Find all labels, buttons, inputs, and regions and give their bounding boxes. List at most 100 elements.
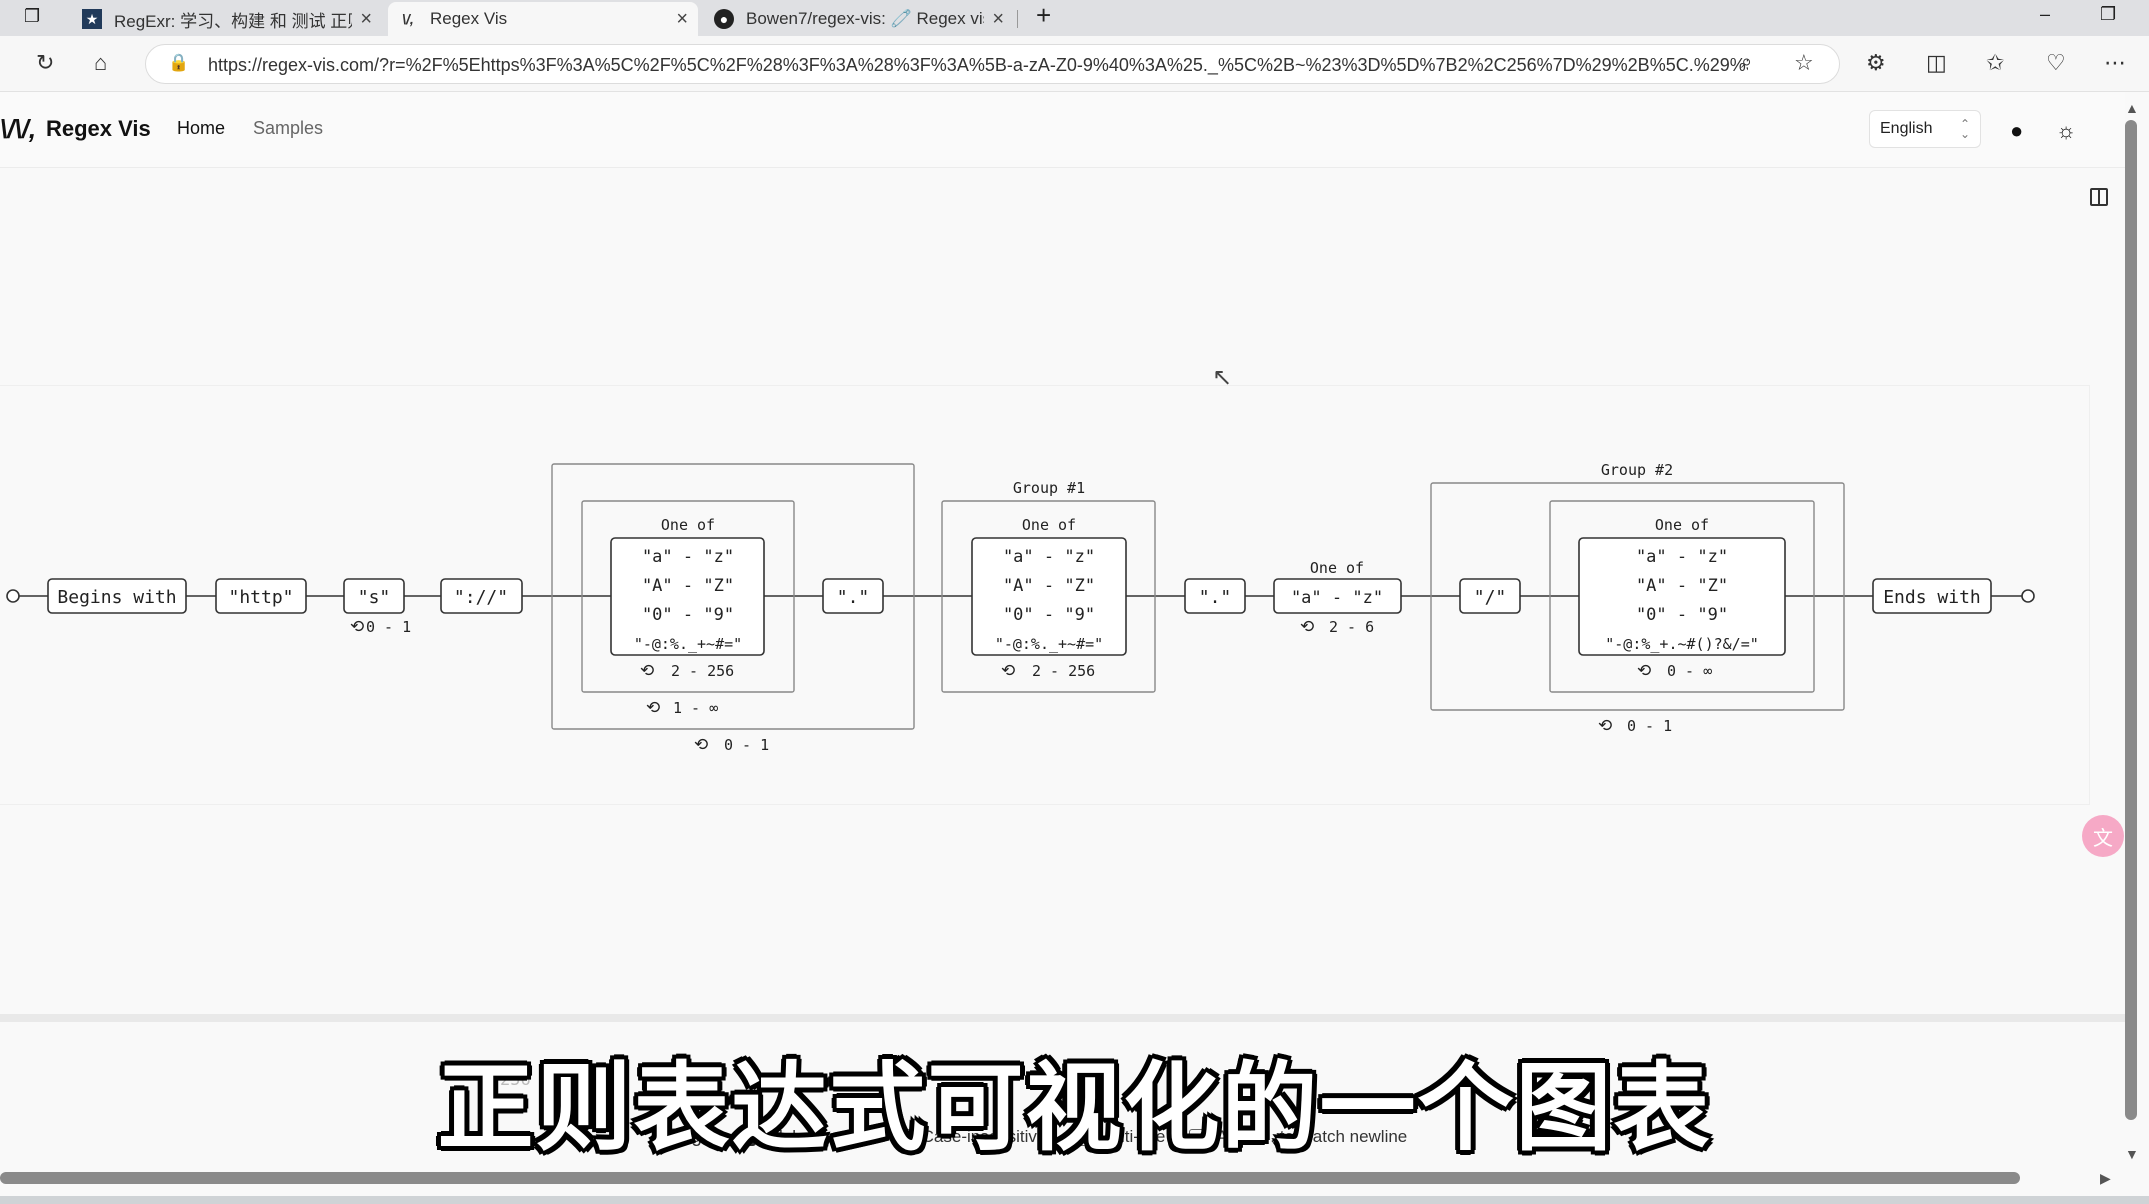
checkbox[interactable] bbox=[1189, 1128, 1207, 1146]
s-repeat-label: 0 - 1 bbox=[366, 618, 411, 636]
close-icon[interactable]: × bbox=[992, 7, 1004, 30]
zoom-icon[interactable]: ⌕ bbox=[1741, 51, 1753, 73]
tld-repeat-label: 2 - 6 bbox=[1329, 618, 1374, 636]
tab-label: RegExr: 学习、构建 和 测试 正则表达式 bbox=[114, 11, 352, 31]
github-icon[interactable]: ● bbox=[2010, 118, 2024, 143]
regexr-icon: ★ bbox=[82, 9, 102, 29]
home-icon[interactable]: ⌂ bbox=[94, 50, 108, 75]
restore-icon[interactable]: ❐ bbox=[2100, 4, 2117, 24]
charset-2-special: "-@:%._+~#=" bbox=[995, 635, 1103, 653]
scroll-right-icon[interactable]: ▶ bbox=[2100, 1170, 2111, 1186]
browser-essentials-icon[interactable]: ♡ bbox=[2046, 50, 2066, 75]
flag-case-insensitive[interactable]: Case-insensitive bbox=[894, 1127, 1046, 1147]
repeat-icon: ⟲ bbox=[1001, 661, 1015, 681]
group-inner-repeat-label: 1 - ∞ bbox=[673, 699, 718, 717]
charset-3-range-upper: "A" - "Z" bbox=[1636, 576, 1728, 596]
optional-subdomain-group[interactable] bbox=[551, 463, 915, 730]
more-menu-icon[interactable]: ⋯ bbox=[2104, 50, 2126, 75]
url-text[interactable]: https://regex-vis.com/?r=%2F%5Ehttps%3F%… bbox=[208, 55, 1748, 75]
dot-literal-node-2[interactable] bbox=[1184, 578, 1246, 614]
begins-with-node[interactable] bbox=[47, 578, 187, 614]
tld-charset-node[interactable] bbox=[1273, 578, 1402, 614]
regex-diagram-canvas[interactable]: Begins with "http" "s" ⟲ 0 - 1 "://" ⟲ 0… bbox=[0, 385, 2090, 805]
extensions-icon[interactable]: ⚙ bbox=[1866, 50, 1886, 75]
flag-multi-line[interactable]: Multi-line bbox=[1070, 1127, 1165, 1147]
one-of-label: One of bbox=[661, 516, 715, 534]
language-select[interactable]: English ⌃⌄ bbox=[1869, 110, 1981, 148]
tab-github[interactable]: ● Bowen7/regex-vis: 🧷 Regex visualizer × bbox=[704, 2, 1014, 36]
nav-samples[interactable]: Samples bbox=[253, 118, 324, 138]
app-logo[interactable]: \/\/, bbox=[0, 114, 37, 144]
dot-literal-label: "." bbox=[1199, 587, 1232, 608]
charset-3-range-lower: "a" - "z" bbox=[1636, 547, 1728, 567]
toggle-panel-icon[interactable] bbox=[2090, 188, 2108, 206]
panel-divider[interactable] bbox=[0, 1014, 2125, 1022]
favorites-icon[interactable]: ✩ bbox=[1986, 50, 2005, 75]
flag-dotall[interactable]: Allows . to match newline bbox=[1189, 1127, 1407, 1147]
reload-icon[interactable]: ↻ bbox=[36, 50, 55, 75]
one-of-label: One of bbox=[1310, 559, 1364, 577]
translate-float-button[interactable]: 文 bbox=[2082, 815, 2124, 857]
path-repeat-group[interactable] bbox=[1549, 500, 1815, 693]
repeat-icon: ⟲ bbox=[1300, 617, 1314, 637]
charset-1-range-upper: "A" - "Z" bbox=[642, 576, 734, 596]
charset-1-repeat-label: 2 - 256 bbox=[671, 662, 734, 680]
favorite-star-icon[interactable]: ☆ bbox=[1794, 50, 1814, 75]
flag-label: Global search bbox=[765, 1127, 871, 1146]
start-node[interactable] bbox=[6, 589, 20, 603]
split-screen-icon[interactable]: ◫ bbox=[1926, 50, 1947, 75]
charset-2-node[interactable] bbox=[971, 537, 1127, 656]
charset-1-special: "-@:%._+~#=" bbox=[634, 635, 742, 653]
workspaces-icon[interactable]: ❐ bbox=[24, 6, 41, 26]
language-value: English bbox=[1880, 120, 1933, 137]
group-1[interactable] bbox=[941, 500, 1156, 693]
theme-toggle-icon[interactable]: ☼ bbox=[2056, 118, 2077, 143]
scroll-up-icon[interactable]: ▲ bbox=[2125, 100, 2139, 116]
slash-literal-node[interactable] bbox=[1459, 578, 1521, 614]
regex-input-text[interactable]: 256 [ ] # bbox=[500, 1070, 593, 1090]
ends-with-node[interactable] bbox=[1872, 578, 1992, 614]
flag-global-search[interactable]: ✓ Global search bbox=[738, 1127, 871, 1147]
group-2-title: Group #2 bbox=[1601, 461, 1673, 479]
tld-range-label: "a" - "z" bbox=[1291, 588, 1383, 608]
close-icon[interactable]: × bbox=[360, 7, 372, 30]
one-of-label: One of bbox=[1655, 516, 1709, 534]
address-bar[interactable]: 🔒 https://regex-vis.com/?r=%2F%5Ehttps%3… bbox=[145, 44, 1840, 84]
minimize-icon[interactable]: – bbox=[2040, 4, 2051, 24]
s-literal-node[interactable] bbox=[343, 578, 405, 614]
new-tab-button[interactable]: + bbox=[1036, 0, 1052, 30]
tab-regexr[interactable]: ★ RegExr: 学习、构建 和 测试 正则表达式 × bbox=[72, 2, 382, 36]
slash-literal-label: "/" bbox=[1474, 587, 1507, 608]
github-icon: ● bbox=[714, 9, 734, 29]
lock-icon[interactable]: 🔒 bbox=[168, 53, 190, 72]
http-literal-node[interactable] bbox=[215, 578, 307, 614]
nav-home[interactable]: Home bbox=[177, 118, 226, 138]
close-icon[interactable]: × bbox=[676, 7, 688, 30]
scheme-separator-label: "://" bbox=[454, 587, 508, 608]
tab-label: Bowen7/regex-vis: 🧷 Regex visualizer bbox=[746, 9, 984, 28]
charset-1-node[interactable] bbox=[610, 537, 765, 656]
app-title[interactable]: Regex Vis bbox=[46, 116, 151, 141]
group-2[interactable] bbox=[1430, 482, 1845, 711]
repeat-subdomain-group[interactable] bbox=[581, 500, 795, 693]
group-outer-repeat-label: 0 - 1 bbox=[724, 736, 769, 754]
updown-icon: ⌃⌄ bbox=[1959, 117, 1970, 141]
scheme-separator-node[interactable] bbox=[440, 578, 523, 614]
tab-regex-vis[interactable]: \/, Regex Vis × bbox=[388, 2, 698, 36]
vertical-scrollbar[interactable] bbox=[2125, 120, 2137, 1120]
charset-2-range-upper: "A" - "Z" bbox=[1003, 576, 1095, 596]
checkbox-checked[interactable]: ✓ bbox=[738, 1128, 756, 1146]
charset-1-range-lower: "a" - "z" bbox=[642, 547, 734, 567]
tab-separator bbox=[1017, 10, 1018, 28]
app-header: \/\/, Regex Vis Home Samples English ⌃⌄ … bbox=[0, 92, 2125, 168]
charset-3-node[interactable] bbox=[1578, 537, 1786, 656]
charset-1-range-digit: "0" - "9" bbox=[642, 605, 734, 625]
checkbox[interactable] bbox=[894, 1128, 912, 1146]
dot-literal-node[interactable] bbox=[822, 578, 884, 614]
charset-2-range-digit: "0" - "9" bbox=[1003, 605, 1095, 625]
http-literal-label: "http" bbox=[228, 587, 293, 608]
horizontal-scrollbar[interactable] bbox=[0, 1172, 2020, 1184]
end-node[interactable] bbox=[2021, 589, 2035, 603]
checkbox[interactable] bbox=[1070, 1128, 1088, 1146]
scroll-down-icon[interactable]: ▼ bbox=[2125, 1146, 2139, 1162]
